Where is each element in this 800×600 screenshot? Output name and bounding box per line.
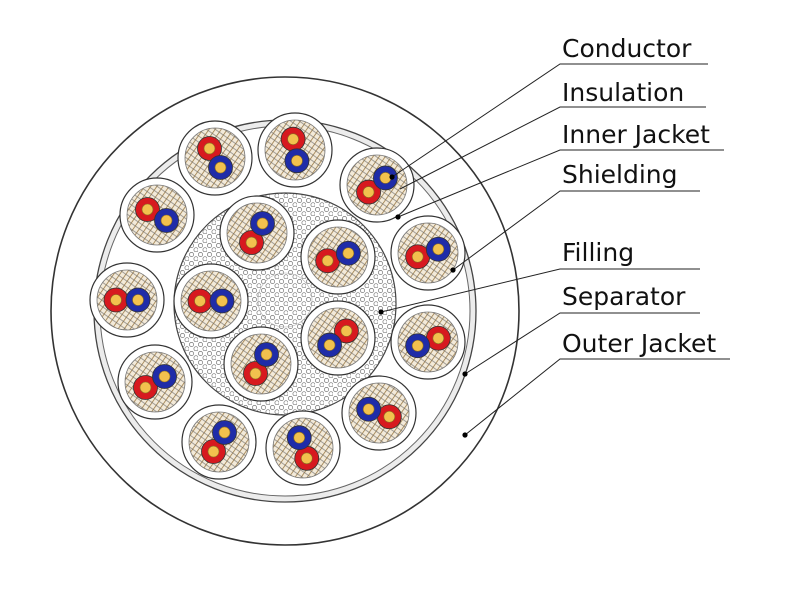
pair-unit-15 (300, 300, 376, 376)
conductor (362, 403, 375, 416)
pair-unit-5 (390, 215, 466, 291)
label-insulation: Insulation (562, 78, 684, 107)
conductor (216, 295, 228, 307)
conductor (432, 243, 445, 256)
conductor (160, 214, 173, 227)
conductor (132, 294, 144, 306)
conductor (249, 367, 262, 380)
outer-jacket-dot (462, 432, 468, 438)
conductor (379, 172, 392, 184)
conductor (158, 370, 171, 383)
label-inner-jacket: Inner Jacket (562, 120, 710, 149)
conductor (245, 236, 258, 249)
inner-jacket-leader (397, 149, 724, 218)
twisted-pair-units (89, 112, 466, 486)
conductor-dot (389, 174, 395, 180)
conductor (383, 410, 396, 423)
inner-jacket-dot (395, 214, 401, 220)
label-conductor: Conductor (562, 34, 692, 63)
conductor (139, 381, 152, 394)
filling-leader (380, 268, 700, 313)
conductor (291, 155, 303, 167)
conductor (432, 332, 445, 345)
pair-unit-7 (390, 304, 466, 380)
pair-unit-12 (219, 195, 295, 271)
conductor (194, 295, 206, 307)
labels: Conductor Insulation Inner Jacket Shield… (562, 34, 716, 358)
pair-unit-8 (117, 344, 193, 420)
conductor (321, 254, 334, 267)
conductor (323, 339, 336, 351)
pair-unit-13 (300, 219, 376, 295)
conductor (256, 217, 269, 230)
conductor (411, 339, 424, 352)
conductor (218, 426, 231, 439)
label-outer-jacket: Outer Jacket (562, 329, 716, 358)
shielding-leader (452, 190, 700, 271)
conductor (260, 348, 273, 361)
leader-lines (378, 63, 730, 438)
filling-dot (378, 309, 384, 315)
outer-jacket-leader (464, 358, 730, 436)
separator-leader (464, 312, 700, 375)
pair-unit-2 (257, 112, 333, 188)
pair-unit-16 (223, 326, 299, 402)
center-filling (257, 272, 313, 328)
conductor (141, 203, 154, 216)
shielding-dot (450, 267, 456, 273)
conductor (342, 247, 355, 260)
conductor (411, 250, 424, 263)
pair-unit-10 (181, 404, 257, 480)
label-shielding: Shielding (562, 160, 678, 189)
pair-unit-6 (89, 262, 165, 338)
pair-unit-1 (177, 120, 253, 196)
label-separator: Separator (562, 282, 686, 311)
label-filling: Filling (562, 238, 634, 267)
conductor (287, 133, 299, 145)
pair-unit-9 (341, 375, 417, 451)
conductor (203, 142, 216, 155)
insulation-leader (399, 106, 706, 190)
conductor (207, 445, 220, 458)
conductor (362, 186, 375, 198)
pair-unit-11 (265, 410, 341, 486)
separator-dot (462, 371, 468, 377)
conductor (214, 161, 227, 174)
pair-unit-4 (119, 177, 195, 253)
conductor (293, 431, 306, 444)
conductor (110, 294, 122, 306)
pair-unit-3 (339, 147, 415, 223)
conductor (340, 325, 353, 337)
conductor (300, 452, 313, 465)
pair-unit-14 (173, 263, 249, 339)
conductor-leader (391, 63, 708, 178)
